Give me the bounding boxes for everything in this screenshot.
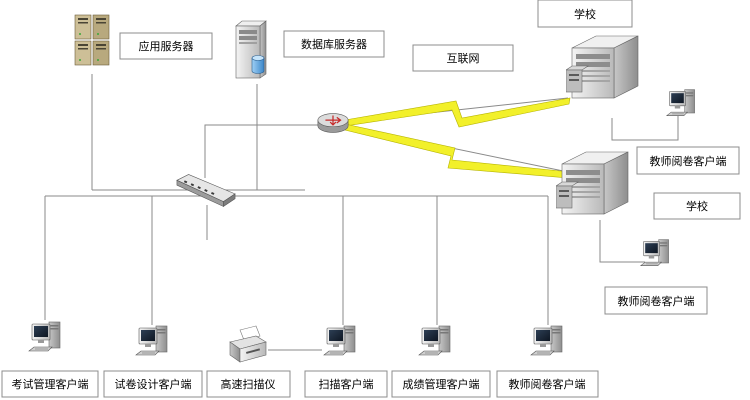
scanner-icon bbox=[229, 325, 267, 363]
client4-label: 扫描客户端 bbox=[304, 370, 388, 398]
router-icon bbox=[317, 112, 349, 134]
teacher-top-workstation-icon bbox=[666, 89, 696, 117]
client1-label: 考试管理客户端 bbox=[1, 370, 99, 398]
svg-text:教师阅卷客户端: 教师阅卷客户端 bbox=[618, 294, 695, 308]
svg-text:扫描客户端: 扫描客户端 bbox=[319, 377, 374, 391]
school-bottom-teacher-cable bbox=[599, 220, 645, 263]
teacher-top-label: 教师阅卷客户端 bbox=[636, 146, 740, 175]
svg-text:高速扫描仪: 高速扫描仪 bbox=[221, 377, 276, 391]
switch-router-cable bbox=[204, 124, 320, 178]
client6-label: 教师阅卷客户端 bbox=[496, 370, 599, 398]
school-top-teacher-cable bbox=[611, 112, 679, 141]
database-server-icon bbox=[235, 20, 267, 79]
school-bottom-building-icon bbox=[556, 151, 629, 215]
client5-workstation-icon bbox=[418, 325, 451, 356]
internet-label: 互联网 bbox=[412, 44, 514, 72]
client2-workstation-icon bbox=[135, 325, 168, 356]
school-bottom-label: 学校 bbox=[653, 192, 741, 220]
svg-text:教师阅卷客户端: 教师阅卷客户端 bbox=[650, 154, 727, 168]
app-server-icon bbox=[74, 14, 110, 66]
client4-workstation-icon bbox=[323, 325, 356, 356]
app-server-label: 应用服务器 bbox=[119, 32, 213, 60]
svg-text:成绩管理客户端: 成绩管理客户端 bbox=[403, 377, 480, 391]
svg-text:学校: 学校 bbox=[686, 199, 708, 213]
scanner-label: 高速扫描仪 bbox=[206, 370, 291, 398]
svg-text:数据库服务器: 数据库服务器 bbox=[301, 37, 367, 51]
svg-text:试卷设计客户端: 试卷设计客户端 bbox=[115, 377, 192, 391]
svg-text:应用服务器: 应用服务器 bbox=[139, 39, 194, 53]
svg-text:考试管理客户端: 考试管理客户端 bbox=[12, 377, 89, 391]
school-top-building-icon bbox=[566, 35, 639, 99]
db-server-label: 数据库服务器 bbox=[283, 30, 385, 58]
client6-workstation-icon bbox=[530, 325, 563, 356]
school-top-label: 学校 bbox=[537, 0, 633, 28]
svg-text:学校: 学校 bbox=[574, 7, 596, 21]
lightning-bolt-top-icon bbox=[344, 97, 571, 128]
teacher-bottom-label: 教师阅卷客户端 bbox=[604, 286, 708, 315]
client1-workstation-icon bbox=[28, 321, 61, 352]
svg-text:教师阅卷客户端: 教师阅卷客户端 bbox=[509, 377, 586, 391]
svg-text:互联网: 互联网 bbox=[447, 52, 480, 65]
client5-label: 成绩管理客户端 bbox=[391, 370, 491, 398]
lightning-bolt-bottom-icon bbox=[344, 123, 571, 179]
client2-label: 试卷设计客户端 bbox=[103, 370, 203, 398]
